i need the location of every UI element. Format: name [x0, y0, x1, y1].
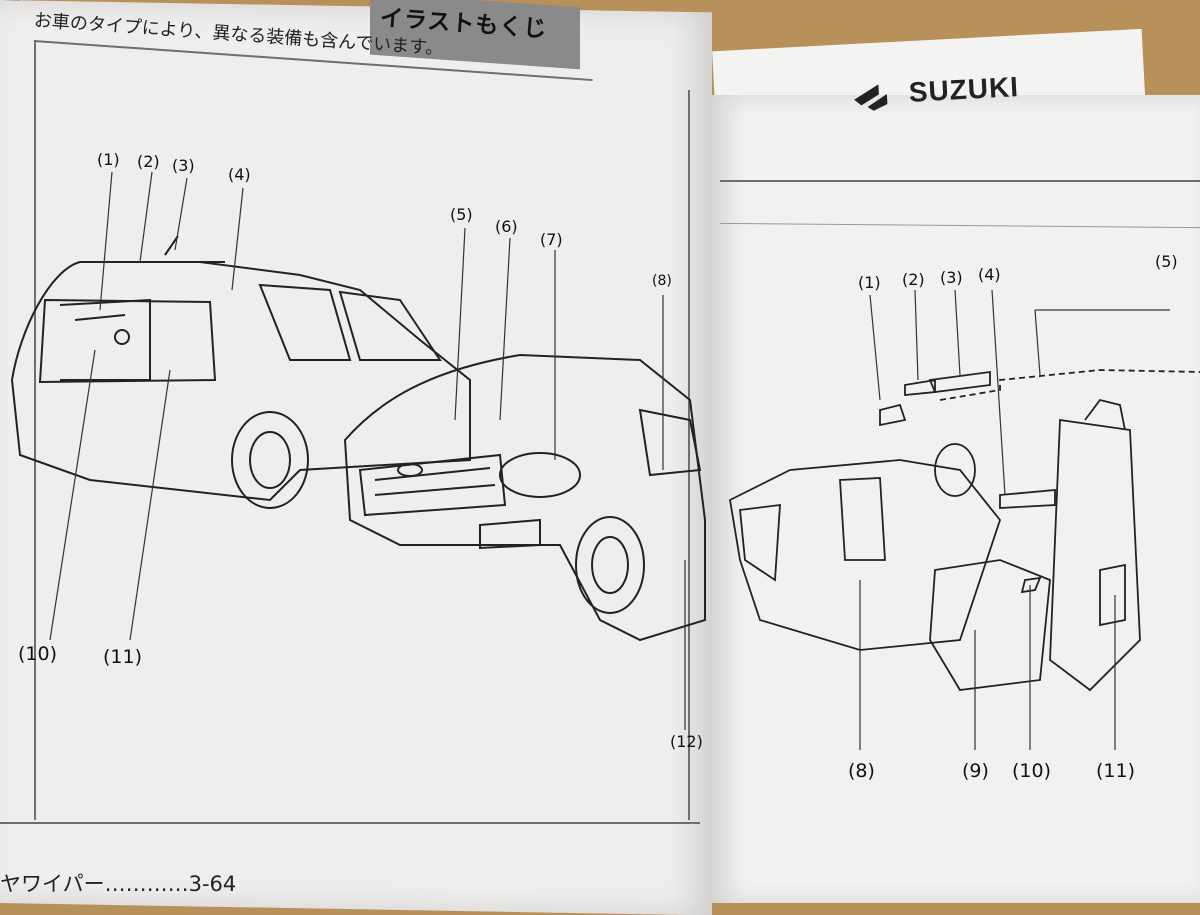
footer-index-entry: ヤワイパー…………3-64	[0, 872, 237, 896]
interior-label-1: (1)	[858, 273, 881, 292]
interior-label-2: (2)	[902, 270, 925, 289]
interior-label-10: (10)	[1012, 760, 1052, 782]
interior-label-5: (5)	[1155, 252, 1178, 271]
right-page	[712, 95, 1200, 903]
interior-label-9: (9)	[962, 760, 989, 782]
exterior-label-8: (8)	[652, 273, 672, 289]
left-frame-line	[34, 40, 36, 820]
exterior-label-4: (4)	[228, 165, 251, 184]
exterior-label-2: (2)	[137, 152, 160, 171]
exterior-label-11: (11)	[103, 646, 143, 668]
exterior-label-7: (7)	[540, 230, 563, 249]
interior-illustration	[729, 369, 1200, 692]
interior-label-8: (8)	[848, 760, 875, 782]
exterior-label-6: (6)	[495, 217, 518, 236]
callout-lines	[49, 171, 1170, 750]
exterior-label-3: (3)	[172, 156, 195, 175]
front-car-illustration	[343, 353, 706, 642]
exterior-label-1: (1)	[97, 150, 120, 169]
interior-label-11: (11)	[1096, 760, 1136, 782]
rear-car-illustration	[10, 235, 471, 509]
suzuki-s-icon	[854, 84, 888, 111]
interior-label-3: (3)	[940, 268, 963, 287]
interior-label-4: (4)	[978, 265, 1001, 284]
right-frame-line	[688, 90, 690, 820]
exterior-label-10: (10)	[18, 643, 58, 665]
exterior-label-5: (5)	[450, 205, 473, 224]
exterior-label-12: (12)	[670, 732, 703, 751]
right-page-top-rule	[720, 180, 1200, 182]
bottom-frame-line	[0, 822, 700, 824]
